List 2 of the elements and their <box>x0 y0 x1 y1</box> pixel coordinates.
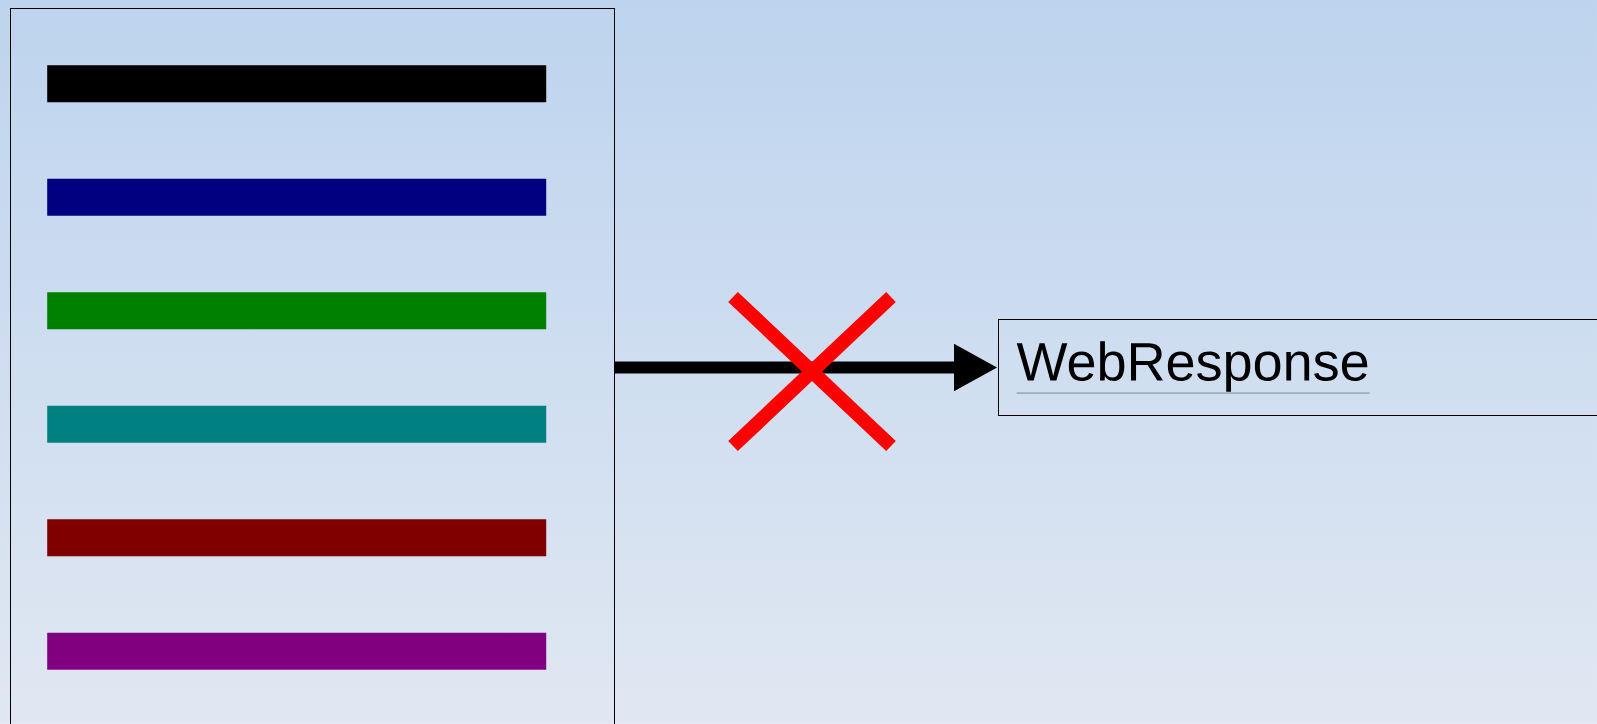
class-box: WebResponse <box>998 319 1597 416</box>
document-box <box>10 8 615 724</box>
